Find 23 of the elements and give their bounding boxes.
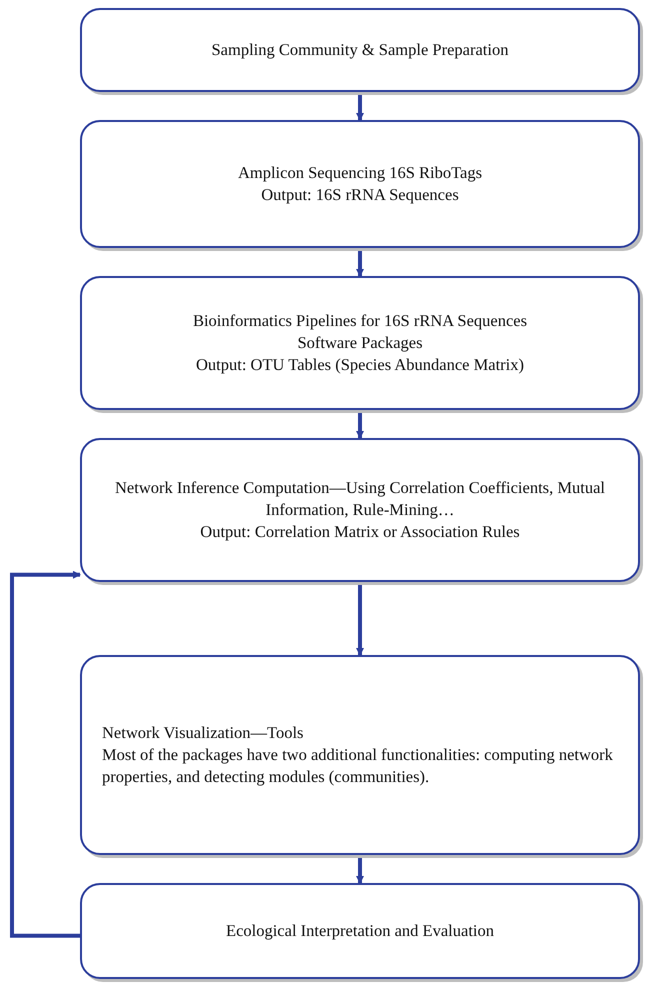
arrow (356, 855, 364, 884)
box-text: Network Inference Computation—Using Correlation Coefficients, Mutual Information, Rule-Mining… (114, 477, 606, 521)
process-box (80, 883, 640, 979)
box-text: Amplicon Sequencing 16S RiboTags (238, 162, 482, 184)
process-box (80, 276, 640, 410)
process-box (80, 8, 640, 92)
box-text: Most of the packages have two additional functionalities: computing network properties, and detecting modules (communities). (102, 744, 614, 788)
box-text: Output: OTU Tables (Species Abundance Matrix) (196, 354, 524, 376)
box-text: Bioinformatics Pipelines for 16S rRNA Sequences (192, 310, 528, 332)
arrow (10, 570, 81, 938)
box-text: Sampling Community & Sample Preparation (212, 39, 508, 61)
arrow (356, 410, 364, 439)
box-text: Ecological Interpretation and Evaluation (226, 920, 494, 942)
box-text: Software Packages (297, 332, 423, 354)
box-text: Network Visualization—Tools (102, 722, 304, 744)
arrow (356, 248, 364, 277)
arrow (356, 582, 364, 656)
box-text: Output: Correlation Matrix or Association Rules (200, 521, 520, 543)
process-box (80, 655, 640, 855)
arrow (356, 92, 364, 121)
process-box (80, 438, 640, 582)
box-text: Output: 16S rRNA Sequences (261, 184, 459, 206)
process-box (80, 120, 640, 248)
